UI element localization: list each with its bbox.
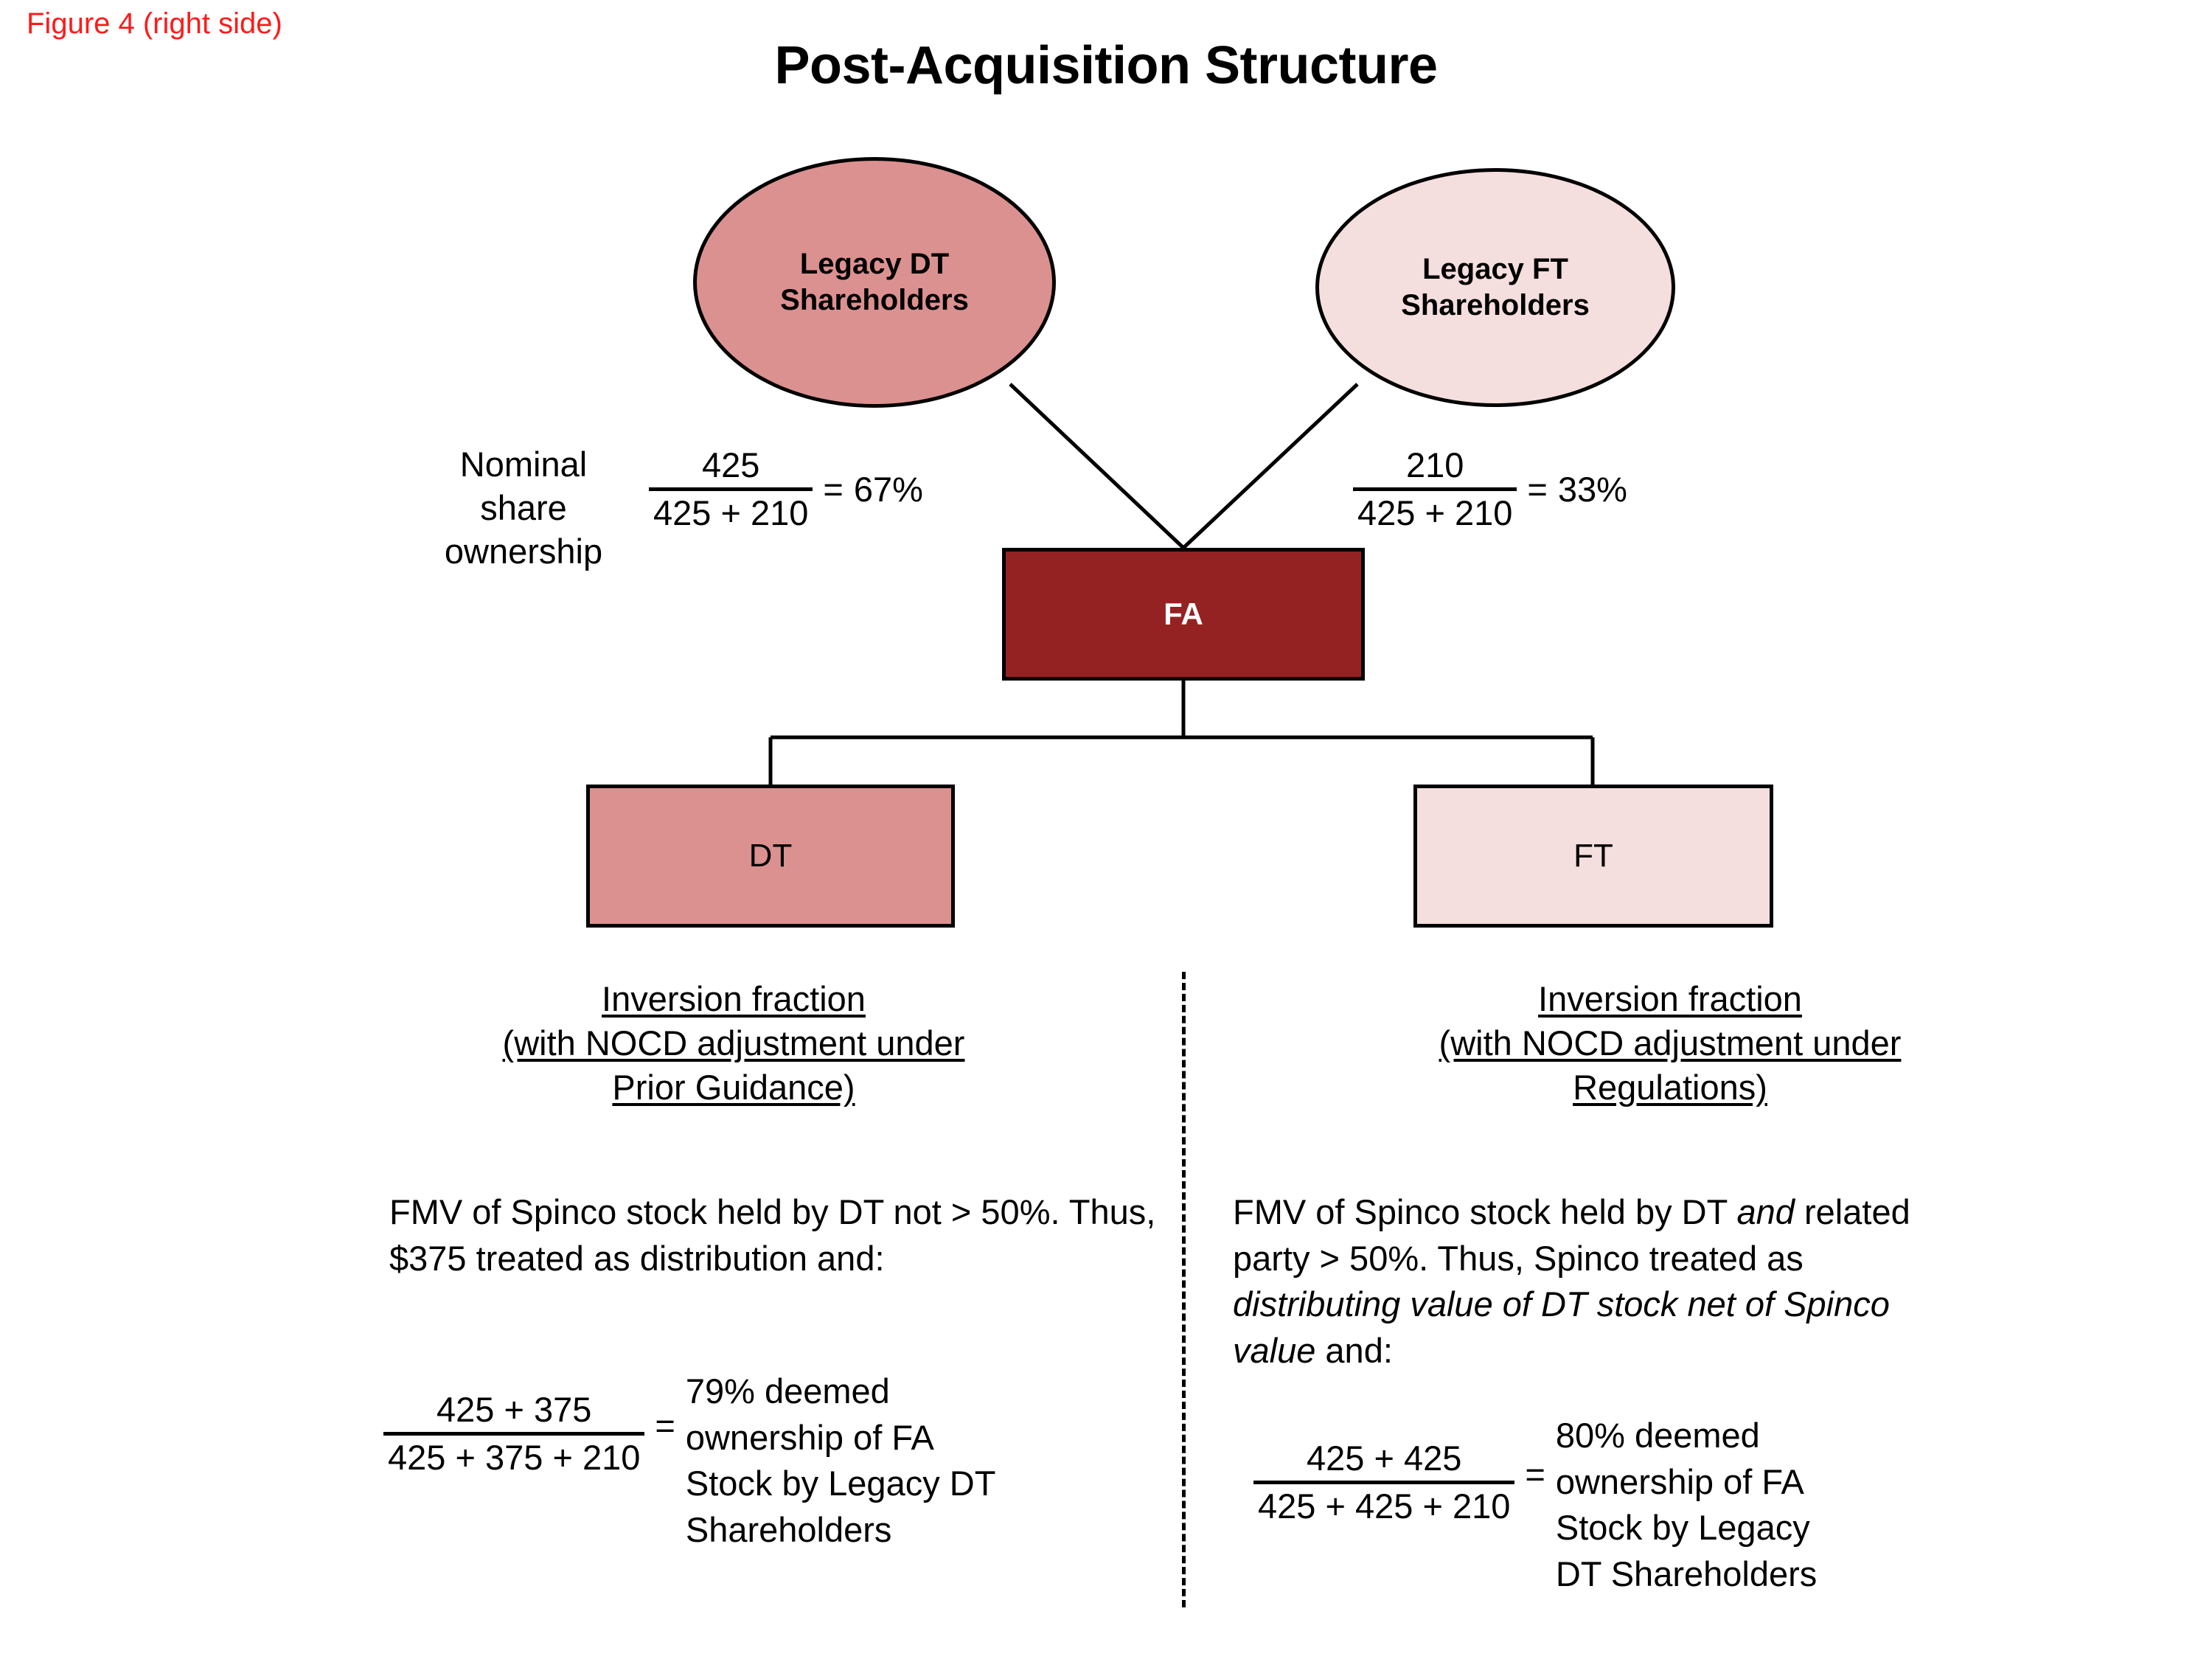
fraction-right: 210 425 + 210 <box>1353 446 1517 532</box>
legacy-ft-shareholders-label: Legacy FT Shareholders <box>1401 253 1590 321</box>
legacy-ft-shareholders-node: Legacy FT Shareholders <box>1315 168 1675 407</box>
fraction-left: 425 425 + 210 <box>649 446 813 532</box>
right-body-segment-1: and <box>1736 1192 1795 1231</box>
right-equation-result: 80% deemed ownership of FA Stock by Lega… <box>1555 1416 1818 1593</box>
right-body-segment-2: related party > 50%. Thus, Spinco treate… <box>1233 1192 1910 1278</box>
nominal-share-ownership-label: Nominal share ownership <box>444 445 603 571</box>
line-legacy-ft-to-fa <box>1182 383 1359 549</box>
legacy-dt-shareholders-node: Legacy DT Shareholders <box>693 157 1056 408</box>
ft-node: FT <box>1413 785 1773 928</box>
equals-sign: = <box>1527 469 1548 509</box>
nominal-result-left: 67% <box>853 469 923 509</box>
left-panel-heading: Inversion fraction (with NOCD adjustment… <box>317 977 1150 1110</box>
fraction-bar <box>649 487 813 491</box>
page-title: Post-Acquisition Structure <box>774 36 1438 95</box>
left-panel-equation: 425 + 375 425 + 375 + 210 = 79% deemed o… <box>383 1368 995 1553</box>
line-legacy-dt-to-fa <box>1009 383 1185 549</box>
figure-label: Figure 4 (right side) <box>27 7 282 40</box>
nominal-ownership-equation-right: 210 425 + 210 = 33% <box>1353 446 1627 532</box>
right-body-segment-0: FMV of Spinco stock held by DT <box>1233 1192 1737 1231</box>
fa-label: FA <box>1164 597 1203 631</box>
left-heading-line-1: Inversion fraction <box>602 979 866 1018</box>
fraction-bar <box>1353 487 1517 491</box>
fraction-bar <box>1253 1480 1515 1484</box>
fraction-denominator: 425 + 210 <box>1357 493 1513 532</box>
left-panel-body: FMV of Spinco stock held by DT not > 50%… <box>389 1192 1156 1278</box>
ft-label: FT <box>1573 838 1613 874</box>
dt-label: DT <box>748 838 793 874</box>
equals-sign: = <box>1525 1455 1545 1494</box>
fraction-denominator: 425 + 210 <box>653 493 809 532</box>
right-body-segment-3: distributing value of DT stock net of Sp… <box>1233 1284 1890 1370</box>
equals-sign: = <box>823 469 844 509</box>
right-body-segment-4: and: <box>1315 1330 1393 1370</box>
left-heading-line-3: Prior Guidance) <box>612 1068 855 1107</box>
right-heading-line-2: (with NOCD adjustment under <box>1439 1023 1902 1063</box>
right-panel-body: FMV of Spinco stock held by DT and relat… <box>1233 1189 1941 1374</box>
fa-node: FA <box>1002 548 1365 681</box>
nominal-result-right: 33% <box>1557 469 1627 509</box>
fraction-denominator: 425 + 425 + 210 <box>1258 1486 1511 1526</box>
legacy-dt-shareholders-label: Legacy DT Shareholders <box>780 248 969 316</box>
panel-divider <box>1182 972 1186 1607</box>
fraction-numerator: 425 + 375 <box>436 1390 592 1429</box>
right-panel-heading: Inversion fraction (with NOCD adjustment… <box>1224 977 2116 1110</box>
fraction-left-panel: 425 + 375 425 + 375 + 210 <box>383 1390 645 1477</box>
right-heading-line-1: Inversion fraction <box>1538 979 1802 1018</box>
right-panel-equation: 425 + 425 425 + 425 + 210 = 80% deemed o… <box>1253 1413 1817 1597</box>
fraction-bar <box>383 1431 645 1436</box>
nominal-ownership-equation-left: 425 425 + 210 = 67% <box>649 446 923 532</box>
left-equation-result: 79% deemed ownership of FA Stock by Lega… <box>685 1371 996 1549</box>
left-heading-line-2: (with NOCD adjustment under <box>502 1023 965 1063</box>
fraction-numerator: 425 <box>701 445 760 484</box>
fraction-right-panel: 425 + 425 425 + 425 + 210 <box>1253 1439 1515 1526</box>
fraction-numerator: 210 <box>1405 445 1464 484</box>
fraction-denominator: 425 + 375 + 210 <box>388 1437 641 1477</box>
dt-node: DT <box>586 785 955 928</box>
right-heading-line-3: Regulations) <box>1573 1068 1767 1107</box>
equals-sign: = <box>655 1406 675 1445</box>
fraction-numerator: 425 + 425 <box>1306 1439 1462 1478</box>
